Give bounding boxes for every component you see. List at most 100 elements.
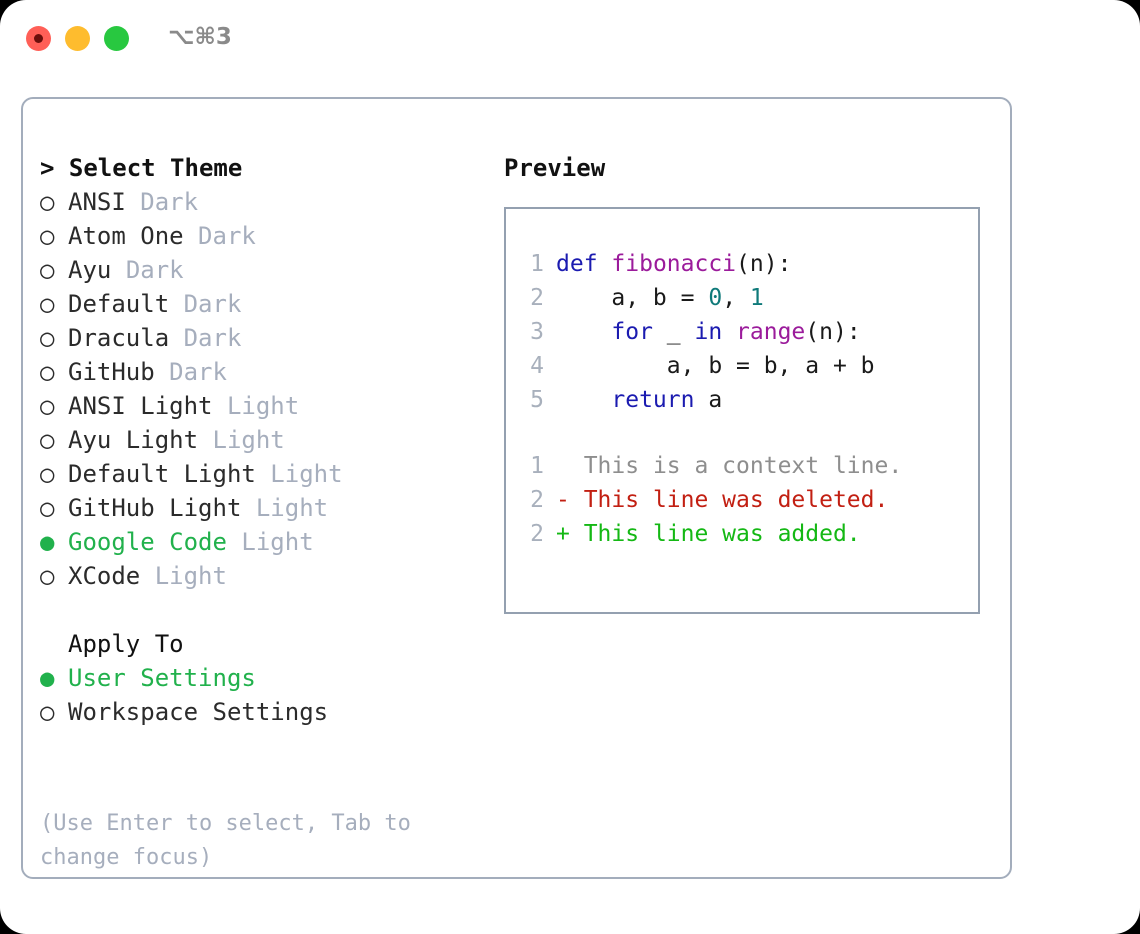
label-tag-separator — [213, 392, 227, 420]
apply-option-user-settings[interactable]: ●User Settings — [40, 661, 500, 695]
theme-option-dracula[interactable]: ○Dracula Dark — [40, 321, 500, 355]
zoom-button[interactable] — [104, 26, 129, 51]
code-token-kw: in — [694, 319, 723, 345]
line-number: 2 — [530, 487, 544, 513]
theme-option-ansi[interactable]: ○ANSI Dark — [40, 185, 500, 219]
theme-selector-column: > Select Theme ○ANSI Dark○Atom One Dark○… — [40, 151, 500, 729]
theme-option-ayu-light[interactable]: ○Ayu Light Light — [40, 423, 500, 457]
label-tag-separator — [227, 528, 241, 556]
label-tag-separator — [256, 460, 270, 488]
theme-option-github-light[interactable]: ○GitHub Light Light — [40, 491, 500, 525]
theme-option-default-light[interactable]: ○Default Light Light — [40, 457, 500, 491]
theme-variant-tag: Dark — [125, 256, 184, 284]
diff-marker — [556, 453, 584, 479]
code-token-pln: a, b = — [556, 285, 709, 311]
code-token-num: 0 — [708, 285, 723, 311]
panel-columns: > Select Theme ○ANSI Dark○Atom One Dark○… — [23, 99, 1010, 877]
apply-option-workspace-settings[interactable]: ○ Workspace Settings — [40, 695, 500, 729]
code-token-kw: def — [556, 251, 598, 277]
theme-list: ○ANSI Dark○Atom One Dark○Ayu Dark○Defaul… — [40, 185, 500, 593]
code-token-pln: (n): — [736, 251, 792, 277]
radio-unselected-icon: ○ — [40, 222, 55, 250]
theme-variant-tag: Dark — [183, 290, 242, 318]
code-token-kw: for — [611, 319, 653, 345]
theme-option-atom-one[interactable]: ○Atom One Dark — [40, 219, 500, 253]
diff-marker: - — [556, 487, 584, 513]
theme-option-github[interactable]: ○ GitHub Dark — [40, 355, 500, 389]
theme-option-label: Atom One — [68, 222, 184, 250]
diff-line-del: 2- This line was deleted. — [516, 483, 902, 517]
line-number: 1 — [530, 251, 544, 277]
theme-option-label: GitHub — [68, 358, 155, 386]
apply-option-label: Workspace Settings — [68, 698, 329, 726]
label-tag-separator — [140, 562, 154, 590]
title-bar: ⌥⌘3 — [0, 0, 1140, 76]
diff-line-add: 2+ This line was added. — [516, 517, 902, 551]
diff-sample: 1 This is a context line.2- This line wa… — [516, 449, 902, 551]
keyboard-shortcut-label: ⌥⌘3 — [168, 24, 232, 50]
radio-unselected-icon: ○ — [40, 188, 55, 216]
theme-option-label: ANSI Light — [68, 392, 213, 420]
main-panel: > Select Theme ○ANSI Dark○Atom One Dark○… — [21, 97, 1012, 879]
select-theme-header: > Select Theme — [40, 151, 500, 185]
apply-to-list: ●User Settings ○ Workspace Settings — [40, 661, 500, 729]
code-token-pln: a — [694, 387, 723, 413]
theme-option-label: XCode — [68, 562, 141, 590]
close-button[interactable] — [26, 26, 51, 51]
label-tag-separator — [169, 290, 183, 318]
theme-option-label: Default — [68, 290, 170, 318]
label-tag-separator — [126, 188, 140, 216]
code-token-pln — [556, 387, 611, 413]
label-tag-separator — [241, 494, 255, 522]
theme-option-ayu[interactable]: ○Ayu Dark — [40, 253, 500, 287]
code-line: 1 def fibonacci(n): — [516, 247, 875, 281]
radio-unselected-icon: ○ — [40, 392, 55, 420]
radio-unselected-icon: ○ — [40, 324, 55, 352]
radio-unselected-icon: ○ — [40, 426, 55, 454]
theme-option-label: Dracula — [68, 324, 170, 352]
line-number: 3 — [530, 319, 544, 345]
minimize-button[interactable] — [65, 26, 90, 51]
radio-unselected-icon: ○ — [40, 290, 55, 318]
theme-variant-tag: Light — [241, 528, 314, 556]
theme-option-label: Google Code — [68, 528, 227, 556]
line-number: 2 — [530, 521, 544, 547]
diff-marker: + — [556, 521, 584, 547]
diff-text: This line was deleted. — [583, 487, 889, 513]
radio-unselected-icon: ○ — [40, 460, 55, 488]
radio-unselected-icon: ○ — [40, 698, 55, 726]
theme-option-label: GitHub Light — [68, 494, 242, 522]
line-number: 5 — [530, 387, 544, 413]
theme-option-default[interactable]: ○ Default Dark — [40, 287, 500, 321]
section-spacer — [40, 593, 500, 627]
label-tag-separator — [169, 324, 183, 352]
apply-option-label: User Settings — [68, 664, 256, 692]
code-token-num: 1 — [749, 285, 764, 311]
code-token-fn: fibonacci — [611, 251, 737, 277]
theme-variant-tag: Light — [226, 392, 300, 420]
code-token-kw: return — [611, 387, 695, 413]
diff-text: This is a context line. — [583, 453, 903, 479]
code-line: 2 a, b = 0, 1 — [516, 281, 875, 315]
code-line: 3 for _ in range(n): — [516, 315, 875, 349]
apply-to-header: Apply To — [68, 630, 184, 658]
label-tag-separator — [198, 426, 212, 454]
theme-option-google-code[interactable]: ●Google Code Light — [40, 525, 500, 559]
code-token-pln: a, b = b, a + b — [556, 353, 875, 379]
theme-variant-tag: Dark — [140, 188, 199, 216]
caret-icon: > — [40, 154, 55, 182]
code-token-pln: (n): — [805, 319, 861, 345]
code-line: 4 a, b = b, a + b — [516, 349, 875, 383]
radio-unselected-icon: ○ — [40, 358, 55, 386]
theme-option-xcode[interactable]: ○XCode Light — [40, 559, 500, 593]
theme-option-ansi-light[interactable]: ○ ANSI Light Light — [40, 389, 500, 423]
theme-variant-tag: Dark — [169, 358, 227, 386]
code-token-pln — [722, 319, 736, 345]
code-token-pln — [556, 319, 611, 345]
window-controls — [26, 26, 129, 51]
recording-dot-icon — [34, 34, 43, 43]
